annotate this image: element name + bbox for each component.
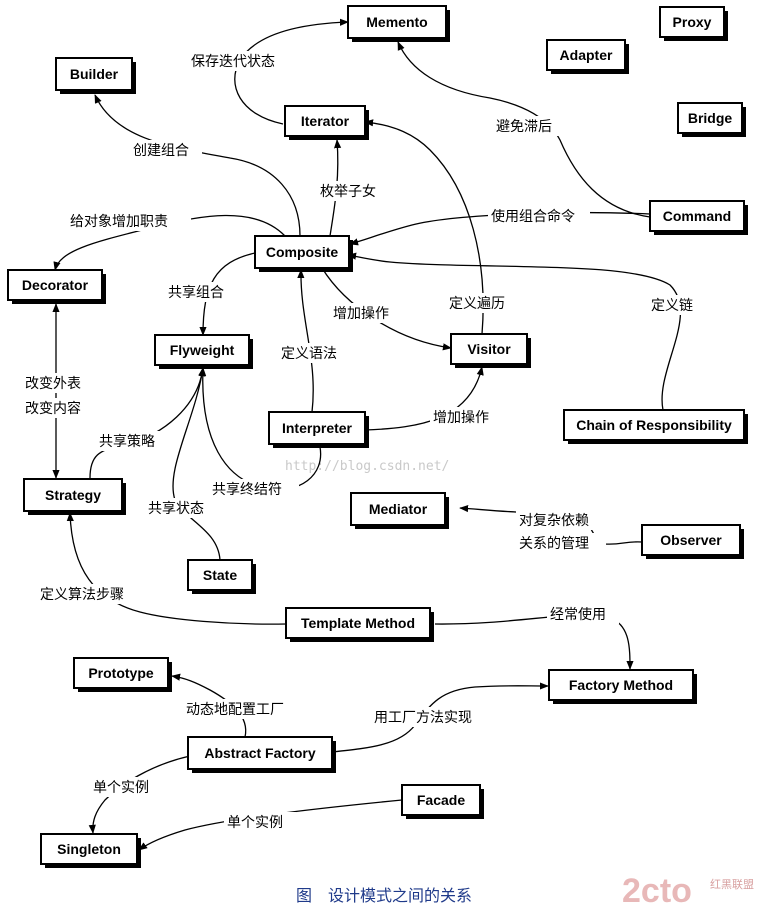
- label-share-strategy: 共享策略: [99, 433, 155, 450]
- node-state: State: [187, 559, 256, 594]
- node-state-label: State: [203, 567, 237, 583]
- figure-caption: 图 设计模式之间的关系: [296, 886, 472, 905]
- label-enumerate-children: 枚举子女: [320, 183, 376, 200]
- label-define-algorithm-steps: 定义算法步骤: [40, 587, 124, 603]
- node-iterator-label: Iterator: [301, 113, 350, 129]
- node-adapter-label: Adapter: [560, 47, 613, 63]
- edge-templatemethod-strategy: [66, 512, 287, 625]
- label-create-composite: 创建组合: [133, 143, 189, 159]
- label-dynamic-factory-config: 动态地配置工厂: [186, 702, 284, 718]
- label-complex-dependency-2: 关系的管理: [519, 536, 589, 552]
- node-builder: Builder: [55, 57, 136, 94]
- label-add-operation-1: 增加操作: [333, 306, 389, 322]
- node-facade-label: Facade: [417, 792, 465, 808]
- node-interpreter: Interpreter: [268, 411, 369, 448]
- node-builder-label: Builder: [70, 66, 119, 82]
- node-adapter: Adapter: [546, 39, 629, 74]
- node-strategy-label: Strategy: [45, 487, 101, 503]
- edge-abstractfactory-singleton: [88, 755, 191, 834]
- edge-labels: 保存迭代状态 避免滞后 创建组合 枚举子女 使用组合命令 给对象增加职责 共享组…: [22, 51, 704, 832]
- node-abstract-factory: Abstract Factory: [187, 736, 336, 773]
- node-mediator-label: Mediator: [369, 501, 428, 517]
- node-proxy: Proxy: [659, 6, 728, 41]
- node-mediator: Mediator: [350, 492, 449, 529]
- edge-facade-singleton: [138, 799, 403, 851]
- node-memento: Memento: [347, 5, 450, 42]
- label-use-composite-command: 使用组合命令: [491, 208, 575, 225]
- node-abstract-factory-label: Abstract Factory: [204, 745, 315, 761]
- label-often-uses: 经常使用: [550, 606, 606, 623]
- edge-interpreter-composite: [297, 269, 314, 413]
- edge-composite-flyweight: [199, 252, 256, 336]
- label-avoid-lag: 避免滞后: [496, 119, 552, 135]
- label-share-state: 共享状态: [148, 500, 204, 517]
- node-bridge-label: Bridge: [688, 110, 733, 126]
- node-factory-method-label: Factory Method: [569, 677, 673, 693]
- edge-visitor-iterator: [364, 119, 484, 335]
- node-iterator: Iterator: [284, 105, 369, 140]
- node-decorator: Decorator: [7, 269, 106, 304]
- node-chain: Chain of Responsibility: [563, 409, 748, 444]
- logo-sub-text: 红黑联盟: [710, 878, 754, 891]
- label-add-responsibility: 给对象增加职责: [70, 214, 168, 230]
- node-observer: Observer: [641, 524, 744, 559]
- label-change-skin: 改变外表: [25, 376, 81, 392]
- label-single-instance-1: 单个实例: [93, 780, 149, 796]
- node-prototype-label: Prototype: [88, 665, 154, 681]
- watermark-text: http://blog.csdn.net/: [285, 459, 449, 474]
- node-factory-method: Factory Method: [548, 669, 697, 704]
- label-define-traversal: 定义遍历: [449, 296, 505, 312]
- node-singleton: Singleton: [40, 833, 141, 868]
- label-save-iteration-state: 保存迭代状态: [191, 54, 275, 70]
- node-prototype: Prototype: [73, 657, 172, 692]
- edge-state-flyweight: [172, 367, 221, 561]
- edge-abstractfactory-factorymethod: [331, 682, 549, 753]
- node-visitor: Visitor: [450, 333, 531, 368]
- node-facade: Facade: [401, 784, 484, 819]
- node-decorator-label: Decorator: [22, 277, 89, 293]
- node-interpreter-label: Interpreter: [282, 420, 353, 436]
- node-template-method: Template Method: [285, 607, 434, 642]
- node-visitor-label: Visitor: [467, 341, 511, 357]
- label-share-terminal: 共享终结符: [212, 481, 282, 498]
- node-strategy: Strategy: [23, 478, 126, 515]
- label-share-composite: 共享组合: [168, 284, 224, 301]
- edge-composite-builder: [94, 94, 301, 237]
- site-logo: 2cto 红黑联盟: [622, 872, 754, 910]
- node-command: Command: [649, 200, 748, 235]
- label-define-grammar: 定义语法: [281, 346, 337, 362]
- edge-abstractfactory-prototype: [171, 673, 247, 738]
- edge-chain-composite: [347, 252, 682, 411]
- edge-command-memento: [397, 41, 651, 218]
- node-chain-label: Chain of Responsibility: [576, 417, 732, 433]
- node-template-method-label: Template Method: [301, 615, 415, 631]
- edge-strategy-flyweight: [89, 367, 206, 479]
- node-command-label: Command: [663, 208, 731, 224]
- node-composite-label: Composite: [266, 244, 339, 260]
- node-bridge: Bridge: [677, 102, 746, 137]
- node-flyweight: Flyweight: [154, 334, 253, 369]
- node-composite: Composite: [254, 235, 353, 272]
- label-define-chain: 定义链: [651, 298, 693, 314]
- node-observer-label: Observer: [660, 532, 722, 548]
- logo-main-text: 2cto: [622, 872, 692, 910]
- label-single-instance-2: 单个实例: [227, 815, 283, 831]
- label-change-guts: 改变内容: [25, 400, 81, 417]
- label-implement-with-factory-method: 用工厂方法实现: [374, 710, 472, 726]
- nodes: Memento Proxy Builder Adapter Iterator B…: [7, 5, 748, 868]
- node-memento-label: Memento: [366, 14, 427, 30]
- node-proxy-label: Proxy: [673, 14, 712, 30]
- label-complex-dependency-1: 对复杂依赖: [519, 512, 589, 529]
- node-flyweight-label: Flyweight: [170, 342, 235, 358]
- node-singleton-label: Singleton: [57, 841, 121, 857]
- label-add-operation-2: 增加操作: [433, 410, 489, 426]
